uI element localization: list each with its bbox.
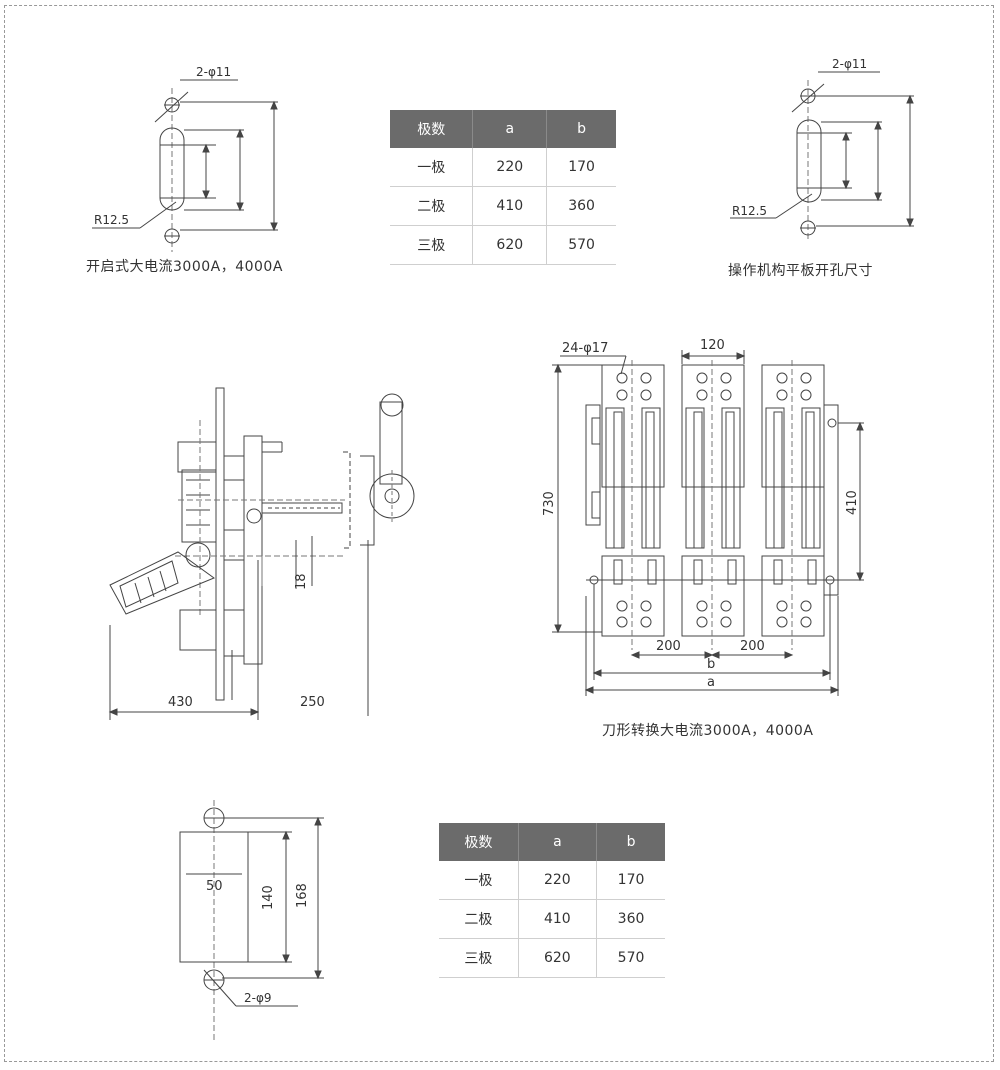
caption-knife-switch: 刀形转换大电流3000A，4000A <box>602 723 814 739</box>
cell-b: 360 <box>546 186 616 226</box>
side-plate <box>243 435 263 665</box>
tr-holes-label: 2-φ11 <box>832 57 867 71</box>
cell-a: 220 <box>517 861 597 900</box>
cell-b: 360 <box>596 899 665 939</box>
front-730-label: 730 <box>542 491 557 516</box>
tr-radius-label: R12.5 <box>732 204 767 218</box>
terminal-pole-2 <box>681 364 745 488</box>
front-200-right-label: 200 <box>740 639 765 654</box>
operating-panel-cutout-view: 2-φ11 R12.5 <box>730 57 914 240</box>
mounting-plate <box>215 387 225 701</box>
handle <box>109 551 216 615</box>
column-header-a: a <box>472 110 547 148</box>
knife-switch-front-view: 120 24-φ17 730 410 200 200 b <box>542 338 864 696</box>
cell-a: 620 <box>472 225 547 265</box>
caption-panel-cutout: 操作机构平板开孔尺寸 <box>728 263 873 279</box>
cell-poles: 二极 <box>439 899 519 939</box>
spec-table-bottom: 极数 a b 一极 220 170 二极 410 360 三极 620 570 <box>439 823 665 978</box>
pivot-lower <box>185 542 211 568</box>
tl-holes-label: 2-φ11 <box>196 65 231 79</box>
pivot-upper <box>246 508 262 524</box>
table-row: 三极 620 570 <box>439 938 665 978</box>
cell-poles: 三极 <box>390 225 473 265</box>
lower-block <box>179 609 217 651</box>
open-type-cutout-view: 2-φ11 R12.5 <box>92 65 278 252</box>
mechanism-knob <box>380 393 404 417</box>
contact-block <box>181 469 217 543</box>
cell-a: 620 <box>517 938 597 978</box>
cutout-rect <box>179 831 249 963</box>
column-header-b: b <box>596 823 665 861</box>
small-cutout-view: 50 140 168 2-φ9 <box>179 800 324 1040</box>
cell-a: 410 <box>472 186 547 226</box>
cell-a: 220 <box>472 148 547 187</box>
cell-poles: 二极 <box>390 186 473 226</box>
slot <box>159 127 185 211</box>
side-18-label: 18 <box>294 573 309 590</box>
column-header-b: b <box>546 110 616 148</box>
front-holes-label: 24-φ17 <box>562 341 608 356</box>
bot-50-label: 50 <box>206 879 223 894</box>
cell-poles: 三极 <box>439 938 519 978</box>
cell-b: 570 <box>546 225 616 265</box>
bot-140-label: 140 <box>261 885 276 910</box>
front-120-label: 120 <box>700 338 725 353</box>
tl-radius-label: R12.5 <box>94 213 129 227</box>
terminal-pole-3 <box>761 364 825 488</box>
drawing-frame <box>4 5 994 1062</box>
table-row: 一极 220 170 <box>439 861 665 900</box>
cell-poles: 一极 <box>439 861 519 900</box>
caption-open-type: 开启式大电流3000A，4000A <box>86 259 283 275</box>
slot <box>796 119 822 203</box>
front-a-label: a <box>707 675 715 690</box>
column-header-poles: 极数 <box>439 823 519 861</box>
upper-block <box>177 441 217 473</box>
table-row: 三极 620 570 <box>390 225 616 265</box>
column-header-a: a <box>517 823 597 861</box>
front-200-left-label: 200 <box>656 639 681 654</box>
leader-holes <box>154 91 189 123</box>
cell-b: 170 <box>546 148 616 187</box>
lower-terminal-pole-3 <box>761 555 825 637</box>
front-b-label: b <box>707 657 715 672</box>
cell-a: 410 <box>517 899 597 939</box>
table-header-row: 极数 a b <box>439 823 665 861</box>
bot-168-label: 168 <box>295 883 310 908</box>
lower-terminal-pole-2 <box>681 555 745 637</box>
shaft <box>261 502 343 514</box>
side-view: 18 430 250 <box>108 387 415 720</box>
table-row: 一极 220 170 <box>390 148 616 187</box>
table-header-row: 极数 a b <box>390 110 616 148</box>
cell-b: 570 <box>596 938 665 978</box>
leader-radius <box>139 201 177 229</box>
side-430-label: 430 <box>168 695 193 710</box>
terminal-pole-1 <box>601 364 665 488</box>
lower-terminal-pole-1 <box>601 555 665 637</box>
column-header-poles: 极数 <box>390 110 473 148</box>
spec-table-top: 极数 a b 一极 220 170 二极 410 360 三极 620 570 <box>390 110 616 265</box>
table-row: 二极 410 360 <box>439 899 665 939</box>
cell-poles: 一极 <box>390 148 473 187</box>
bot-holes-label: 2-φ9 <box>244 991 272 1005</box>
cell-b: 170 <box>596 861 665 900</box>
table-row: 二极 410 360 <box>390 186 616 226</box>
side-250-label: 250 <box>300 695 325 710</box>
front-410-label: 410 <box>845 490 860 515</box>
